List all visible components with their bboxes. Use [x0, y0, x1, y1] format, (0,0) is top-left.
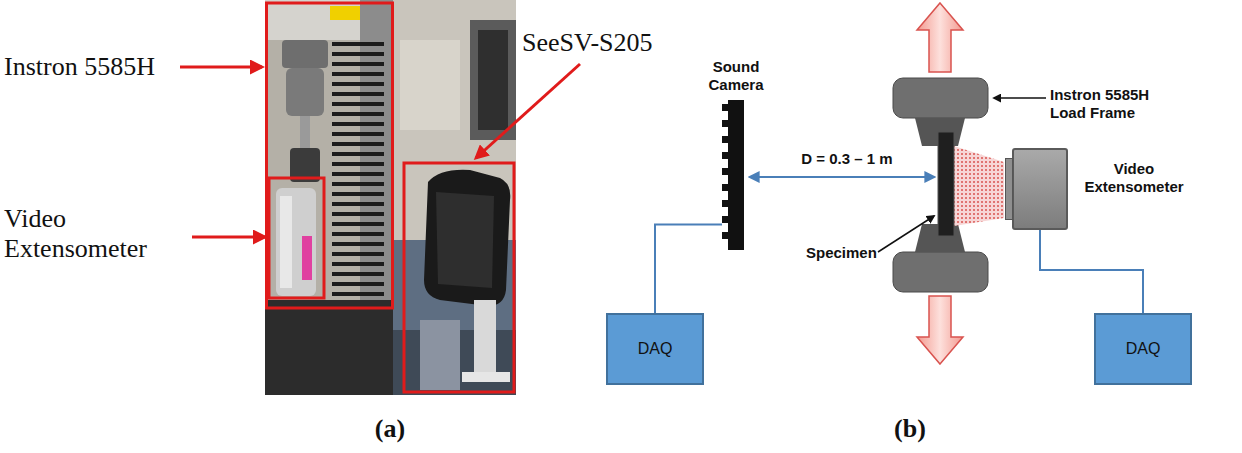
node-text: DAQ [1126, 340, 1161, 358]
pointer-arrow [192, 236, 265, 239]
highlight-frame [267, 3, 393, 308]
panel-caption: (a) [360, 414, 420, 444]
load-arrow [917, 3, 963, 72]
leader-arrow [994, 97, 1046, 99]
part-label: Specimen [806, 244, 877, 262]
node-heading: Video Extensometer [1080, 160, 1188, 196]
video-extensometer: Video Extensometer [1012, 148, 1068, 230]
grip [893, 78, 988, 118]
lab-photo [265, 0, 516, 395]
daq-box: DAQ [606, 313, 704, 385]
highlight-frame [404, 163, 514, 392]
dimension-label: D = 0.3 – 1 m [762, 150, 932, 168]
node-text: DAQ [638, 340, 673, 358]
signal-cable [655, 225, 722, 314]
distance-arrow [750, 176, 934, 178]
part-label: Video Extensometer [4, 204, 184, 264]
highlight-frame [269, 178, 324, 298]
part-label: Instron 5585H Load Frame [1050, 86, 1170, 122]
load-arrow [917, 296, 963, 364]
pointer-arrow [180, 66, 262, 69]
panel-caption: (b) [880, 414, 940, 444]
pointer-arrow [476, 64, 580, 158]
signal-cable [1040, 230, 1143, 313]
sound-camera: Sound Camera [728, 100, 744, 250]
specimen [938, 132, 954, 236]
node-heading: Sound Camera [691, 58, 781, 94]
camera-view [954, 146, 1004, 226]
part-label: Instron 5585H [4, 52, 155, 82]
part-label: SeeSV-S205 [522, 28, 653, 58]
grip [893, 252, 988, 292]
daq-box: DAQ [1094, 313, 1192, 385]
leader-arrow [878, 216, 934, 252]
